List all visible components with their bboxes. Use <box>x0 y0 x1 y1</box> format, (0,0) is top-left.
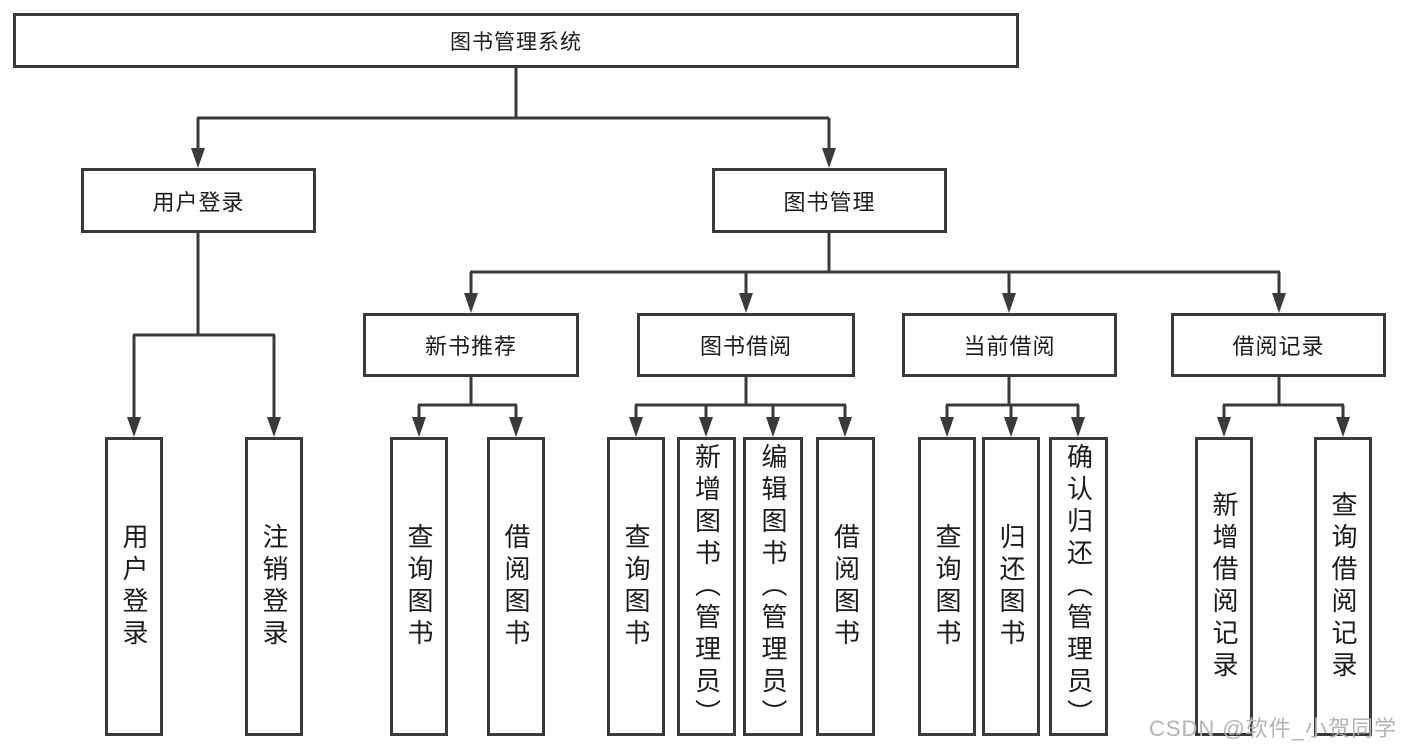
leaf-borrow-query-books: 查询图书 <box>607 437 665 736</box>
leaf-user-login: 用户登录 <box>105 437 163 736</box>
user-branch-lines <box>132 233 276 419</box>
leaf-recommend-query-books: 查询图书 <box>390 437 448 736</box>
leaf-current-query-books: 查询图书 <box>918 437 976 736</box>
root-to-level2-lines <box>196 68 831 150</box>
leaf-logout: 注销登录 <box>245 437 303 736</box>
leaf-records-add-record: 新增借阅记录 <box>1195 437 1253 736</box>
node-user-login-branch: 用户登录 <box>81 168 316 233</box>
node-borrowing-records: 借阅记录 <box>1171 313 1386 377</box>
node-new-book-recommendation: 新书推荐 <box>363 313 579 377</box>
leaf-borrow-borrow-books: 借阅图书 <box>816 437 875 736</box>
node-book-borrowing: 图书借阅 <box>637 313 855 377</box>
book-branch-lines <box>469 233 1281 295</box>
leaf-current-return-books: 归还图书 <box>982 437 1040 736</box>
current-section-lines <box>945 377 1080 419</box>
leaf-current-confirm-return-admin: 确认归还（管理员） <box>1049 437 1108 736</box>
root-node-library-system: 图书管理系统 <box>13 13 1019 68</box>
records-section-lines <box>1222 377 1345 419</box>
leaf-records-query-record: 查询借阅记录 <box>1314 437 1372 736</box>
leaf-recommend-borrow-books: 借阅图书 <box>487 437 545 736</box>
node-current-borrowing: 当前借阅 <box>902 313 1117 377</box>
borrow-section-lines <box>634 377 847 419</box>
node-book-management-branch: 图书管理 <box>712 168 947 233</box>
arrowheads <box>127 148 1350 437</box>
leaf-borrow-add-books-admin: 新增图书（管理员） <box>677 437 736 736</box>
csdn-watermark: CSDN @软件_小贺同学 <box>1148 716 1397 741</box>
leaf-borrow-edit-books-admin: 编辑图书（管理员） <box>743 437 803 736</box>
recommend-section-lines <box>417 377 518 419</box>
